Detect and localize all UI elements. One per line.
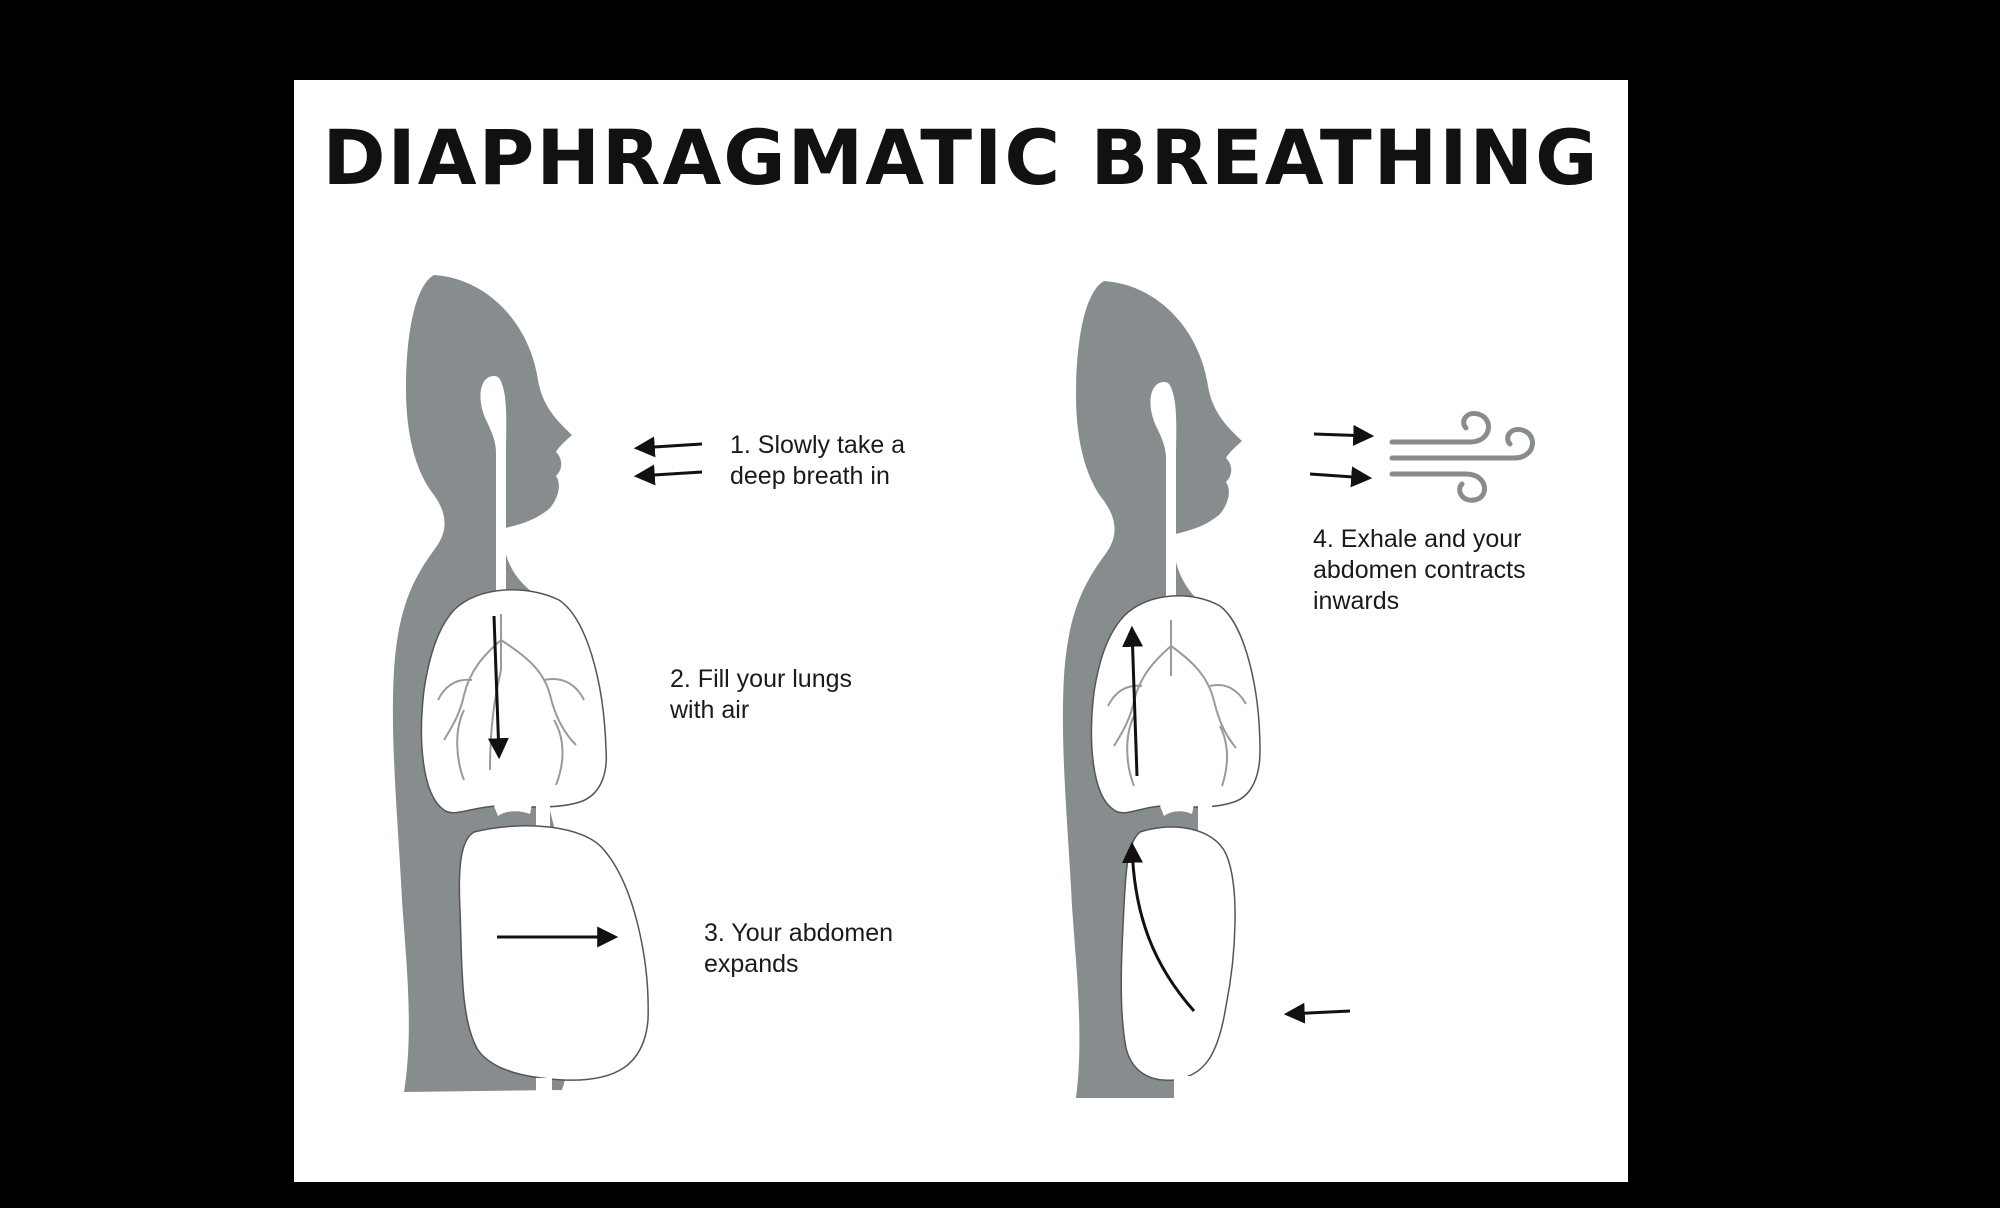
exhale-esophagus <box>1198 802 1212 832</box>
inhale-trachea <box>480 376 507 614</box>
diagram-panel: DIAPHRAGMATIC BREATHING <box>294 80 1628 1182</box>
diagram-title: DIAPHRAGMATIC BREATHING <box>322 113 1600 202</box>
step-2-label: 2. Fill your lungs with air <box>670 665 853 724</box>
exhale-arrow-upper <box>1313 424 1375 446</box>
exhale-airflow-up-arrow <box>1122 625 1144 777</box>
breathing-illustration <box>392 275 1535 1098</box>
exhale-abdomen <box>1120 826 1236 1081</box>
inhale-diaphragm <box>494 799 532 816</box>
inhale-lower-tract <box>536 1078 552 1094</box>
exhale-bronchi <box>1107 620 1247 787</box>
abdomen-contract-arrow <box>1283 1002 1351 1024</box>
inhale-abdomen <box>458 825 649 1081</box>
step-4-label: 4. Exhale and your abdomen contracts inw… <box>1313 525 1526 615</box>
exhale-lower-tract <box>1174 1076 1190 1098</box>
wind-icon <box>1389 411 1535 503</box>
airflow-down-arrow <box>487 615 509 760</box>
step-1-label: 1. Slowly take a deep breath in <box>730 431 906 490</box>
inhale-lungs <box>420 589 608 814</box>
breath-in-arrow-upper <box>633 436 703 458</box>
step-3-label: 3. Your abdomen expands <box>704 919 894 978</box>
exhale-arrow-lower <box>1309 466 1373 488</box>
inhale-figure <box>392 275 703 1094</box>
exhale-trachea <box>1150 382 1177 620</box>
exhale-figure <box>1062 281 1261 1098</box>
breath-in-arrow-lower <box>633 464 703 486</box>
exhale-diaphragm <box>1160 799 1194 816</box>
exhale-lungs <box>1090 595 1261 814</box>
abdomen-contract-curve-arrow <box>1121 841 1196 1012</box>
